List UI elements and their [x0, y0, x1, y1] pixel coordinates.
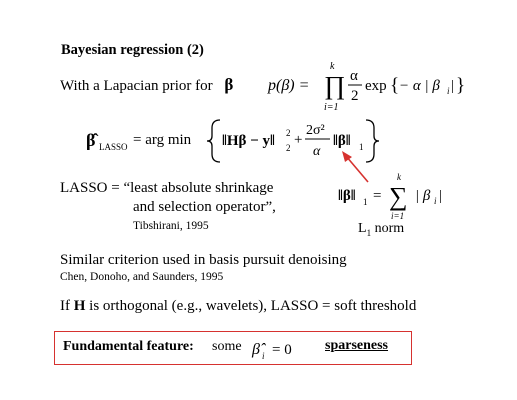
sum-top: k: [397, 172, 402, 182]
lasso-term1: ‖Hβ − y‖: [222, 133, 275, 149]
l1-norm-L: L: [358, 221, 367, 236]
prior-brace-open: {: [390, 75, 399, 96]
prior-exp-arg: − α | β: [399, 78, 440, 94]
sum-bottom: i=1: [391, 211, 404, 221]
prior-lhs: p(β) =: [267, 77, 309, 94]
l1-norm-label: L1 norm: [358, 221, 404, 238]
citation-chen: Chen, Donoho, and Saunders, 1995: [60, 271, 224, 283]
prior-frac-num: α: [350, 68, 358, 84]
prod-top: k: [330, 61, 335, 72]
prod-bottom: i=1: [324, 102, 339, 113]
sum-symbol: ∑: [389, 182, 408, 211]
prior-beta-symbol: β: [224, 75, 234, 94]
orth-suffix: is orthogonal (e.g., wavelets), LASSO = …: [85, 298, 417, 314]
orth-bold-h: H: [73, 298, 86, 314]
l1-norm-word: norm: [371, 221, 405, 236]
l1-rhs-sub: i: [434, 196, 437, 206]
pointer-arrow: [342, 151, 369, 183]
lasso-term2: ‖β‖: [333, 133, 351, 149]
lasso-frac-den: α: [313, 144, 321, 159]
lasso-term2-sub: 1: [359, 142, 364, 152]
lasso-brace-close: [365, 119, 380, 163]
lasso-frac-num: 2σ²: [306, 123, 325, 138]
prior-exp-sub: i: [447, 86, 450, 96]
l1-rhs: | β: [415, 188, 431, 204]
similar-criterion-text: Similar criterion used in basis pursuit …: [60, 252, 347, 268]
feature-formula: β̂ i = 0: [251, 341, 292, 361]
slide-title: Bayesian regression (2): [61, 42, 204, 58]
fundamental-feature-box: [54, 331, 412, 365]
orth-prefix: If: [60, 298, 74, 314]
sparseness-label: sparseness: [325, 338, 389, 353]
prior-frac-den: 2: [351, 88, 359, 104]
lasso-eq: = arg min: [133, 132, 192, 148]
lasso-term1-sup: 2: [286, 128, 291, 138]
l1-lhs: ‖β‖: [338, 188, 356, 204]
l1-norm-sub: 1: [366, 227, 372, 238]
prior-brace-close: }: [456, 75, 465, 96]
feature-sub: i: [262, 351, 265, 361]
fundamental-feature-some: some: [212, 339, 242, 354]
prod-symbol: ∏: [324, 71, 345, 100]
feature-eq: = 0: [272, 342, 292, 358]
prior-exp: exp: [365, 78, 387, 94]
arrow-head: [342, 151, 352, 162]
lasso-lhs: β̂: [86, 130, 98, 150]
lasso-plus: +: [294, 132, 302, 148]
fundamental-feature-label: Fundamental feature:: [63, 339, 194, 354]
lasso-brace-open: [206, 119, 221, 163]
l1-eq: =: [373, 188, 381, 204]
prior-exp-close: |: [451, 78, 454, 94]
l1-rhs-close: |: [439, 188, 442, 204]
lasso-definition-line2: and selection operator”,: [133, 199, 276, 215]
lasso-definition-line1: LASSO = “least absolute shrinkage: [60, 180, 274, 196]
orthogonal-text: If H is orthogonal (e.g., wavelets), LAS…: [60, 298, 416, 315]
l1-formula: ‖β‖ 1 = ∑ k i=1 | β i |: [338, 172, 442, 221]
lasso-lhs-sub: LASSO: [99, 142, 128, 152]
prior-label-text: With a Lapacian prior for: [60, 78, 213, 94]
citation-tibshirani: Tibshirani, 1995: [133, 220, 209, 232]
lasso-formula: β̂ LASSO = arg min ‖Hβ − y‖ 2 2 + 2σ² α …: [86, 119, 380, 163]
prior-formula: p(β) = ∏ k i=1 α 2 exp { − α | β i | }: [267, 61, 465, 113]
prior-label: With a Lapacian prior for β: [60, 75, 233, 95]
lasso-term1-sub: 2: [286, 143, 291, 153]
l1-lhs-sub: 1: [363, 197, 368, 207]
